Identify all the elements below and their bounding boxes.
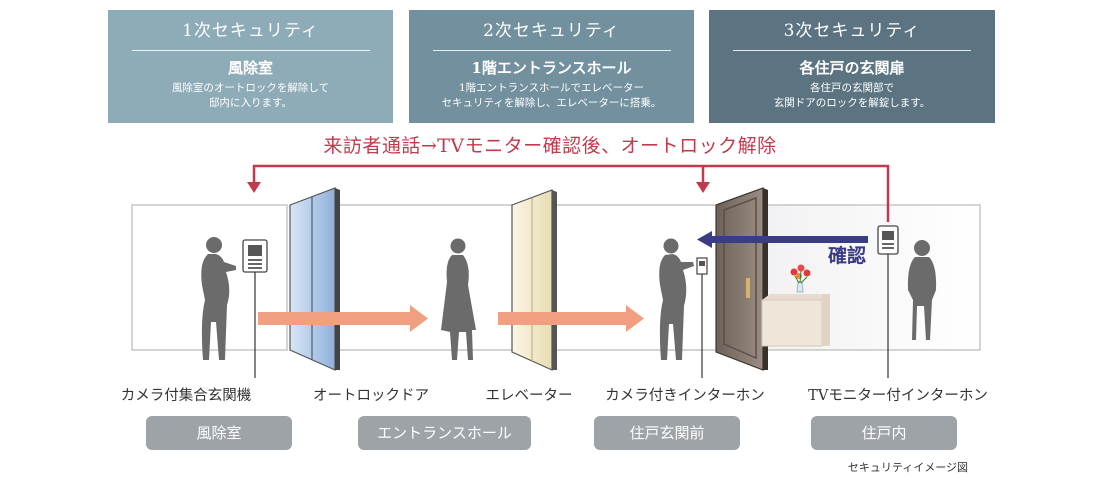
confirm-arrow xyxy=(697,231,868,248)
visitor-silhouette-vestibule xyxy=(201,237,236,360)
security-level-3-desc-1: 各住戸の玄関部で xyxy=(810,82,894,94)
resident-silhouette xyxy=(907,240,937,340)
lobby-intercom-panel xyxy=(242,239,268,378)
security-level-1-subtitle: 風除室 xyxy=(227,59,273,77)
security-level-3: 3次セキュリティ 各住戸の玄関扉 各住戸の玄関部で玄関ドアのロックを解錠します。 xyxy=(709,10,995,123)
security-level-3-subtitle: 各住戸の玄関扉 xyxy=(799,59,905,77)
label-elevator: エレベーター xyxy=(485,388,573,404)
figure-caption: セキュリティイメージ図 xyxy=(847,461,968,474)
security-level-1-desc-2: 邸内に入ります。 xyxy=(209,97,292,109)
security-level-2-desc-1: 1階エントランスホールでエレベーター xyxy=(459,82,644,94)
confirm-label: 確認 xyxy=(828,245,867,267)
label-camera-intercom: カメラ付きインターホン xyxy=(605,388,765,404)
door-camera-intercom xyxy=(696,257,708,378)
security-level-2-title: 2次セキュリティ xyxy=(483,21,620,41)
entrance-door xyxy=(715,187,768,371)
divider xyxy=(131,50,370,51)
entry-flow-arrow-2 xyxy=(498,305,644,332)
security-level-3-title: 3次セキュリティ xyxy=(783,21,921,41)
process-banner: 来訪者通話→TVモニター確認後、オートロック解除 xyxy=(323,135,777,157)
area-pill-door-front: 住戸玄関前 xyxy=(594,416,740,450)
divider xyxy=(432,50,671,51)
visitor-silhouette-door xyxy=(659,238,694,360)
visitor-silhouette-hall xyxy=(441,238,476,360)
elevator-door xyxy=(511,189,557,371)
unlock-signal-arrows xyxy=(252,164,890,222)
security-level-2-desc-2: セキュリティを解除し、エレベーターに搭乗。 xyxy=(441,97,662,109)
area-pill-entrance-hall: エントランスホール xyxy=(358,416,531,450)
label-lobby-intercom: カメラ付集合玄関機 xyxy=(120,388,252,404)
unlock-arrowhead-door xyxy=(696,182,710,193)
security-level-3-desc-2: 玄関ドアのロックを解錠します。 xyxy=(773,97,931,109)
area-pill-unit-interior: 住戸内 xyxy=(811,416,957,450)
tv-monitor-intercom xyxy=(877,225,899,378)
autolock-door xyxy=(289,187,340,371)
security-level-2: 2次セキュリティ 1階エントランスホール 1階エントランスホールでエレベーターセ… xyxy=(409,10,694,123)
entry-flow-arrow-1 xyxy=(258,305,428,332)
divider xyxy=(733,50,971,51)
security-level-1: 1次セキュリティ 風除室 風除室のオートロックを解除して邸内に入ります。 xyxy=(108,10,393,123)
security-level-1-desc-1: 風除室のオートロックを解除して xyxy=(171,82,330,94)
unlock-arrowhead-lobby xyxy=(247,182,261,193)
shoe-cabinet xyxy=(761,264,830,347)
security-level-2-subtitle: 1階エントランスホール xyxy=(471,59,632,77)
label-autolock-door: オートロックドア xyxy=(313,388,429,404)
area-pill-vestibule: 風除室 xyxy=(146,416,292,450)
security-level-1-title: 1次セキュリティ xyxy=(182,21,319,41)
label-tv-monitor-intercom: TVモニター付インターホン xyxy=(808,388,988,404)
